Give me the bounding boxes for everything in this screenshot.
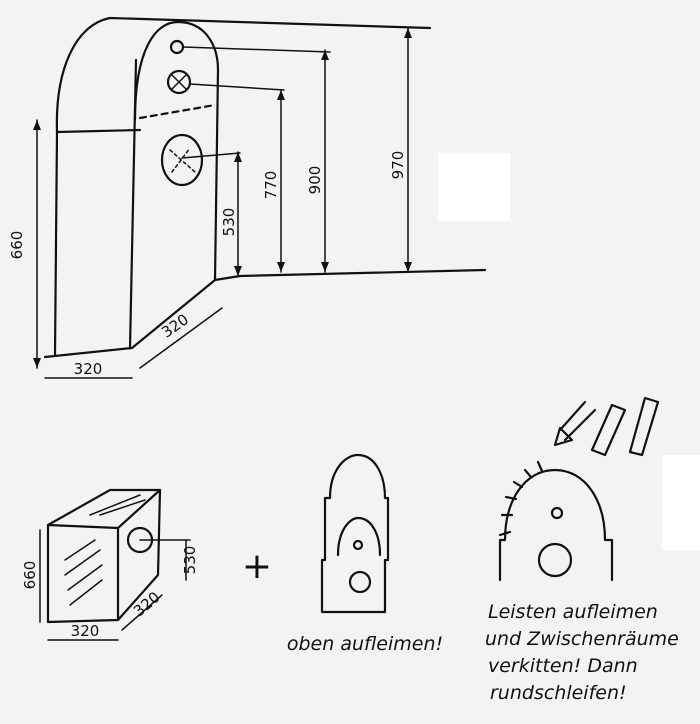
leader-line xyxy=(181,152,241,159)
box-left-edge xyxy=(53,130,59,357)
dim-970: 970 xyxy=(389,151,407,180)
dim-660: 660 xyxy=(8,231,26,260)
note-line: und Zwischenräume xyxy=(485,628,679,650)
dim-770: 770 xyxy=(262,171,280,200)
small-hole xyxy=(550,506,564,520)
dim-320-side: 320 xyxy=(130,588,164,620)
box-top xyxy=(55,128,142,134)
hole-cross xyxy=(169,147,196,173)
white-patch xyxy=(662,455,700,550)
leader-line xyxy=(189,83,285,91)
arrow-icon xyxy=(553,400,597,447)
dim-320-front: 320 xyxy=(74,360,103,378)
dimension-lines xyxy=(36,27,409,379)
hidden-line xyxy=(138,103,217,120)
note-oben-aufleimen: oben aufleimen! xyxy=(287,633,443,655)
large-hole xyxy=(348,570,372,594)
back-arch xyxy=(55,16,432,134)
main-sketch: 660 320 320 530 770 900 970 xyxy=(8,16,487,379)
dim-660: 660 xyxy=(21,561,39,590)
small-hole xyxy=(169,39,185,55)
dim-320-front: 320 xyxy=(71,622,100,640)
hatching xyxy=(64,494,146,606)
slats xyxy=(498,460,544,537)
inner-arch xyxy=(336,516,382,557)
leader-line xyxy=(182,46,331,53)
large-hole xyxy=(160,133,204,187)
small-box-sketch: 660 320 320 530 + xyxy=(21,488,272,641)
dimension-lines xyxy=(39,529,191,641)
note-leisten: Leisten aufleimen und Zwischenräume verk… xyxy=(485,601,685,704)
front-left-edge xyxy=(128,58,138,350)
board-outline xyxy=(320,453,390,614)
arch-outline xyxy=(498,468,614,582)
dim-900: 900 xyxy=(306,166,324,195)
large-hole xyxy=(537,542,573,578)
medium-hole xyxy=(166,69,192,95)
dim-530: 530 xyxy=(181,546,199,575)
dim-320-side: 320 xyxy=(158,310,192,341)
note-line: Leisten aufleimen xyxy=(488,601,658,623)
middle-sketch: oben aufleimen! xyxy=(287,453,443,655)
note-line: verkitten! Dann xyxy=(488,655,638,677)
slat-pieces xyxy=(590,396,660,457)
small-hole xyxy=(352,539,364,551)
dimension-arrows xyxy=(33,28,412,368)
front-arch xyxy=(133,20,220,282)
plus-sign: + xyxy=(242,546,272,587)
base-lines xyxy=(43,268,487,359)
white-patch xyxy=(438,153,510,221)
box-outline xyxy=(46,488,162,624)
note-line: rundschleifen! xyxy=(490,682,627,704)
hole-cross xyxy=(171,74,187,90)
right-sketch: Leisten aufleimen und Zwischenräume verk… xyxy=(485,396,685,704)
dim-530: 530 xyxy=(220,208,238,237)
